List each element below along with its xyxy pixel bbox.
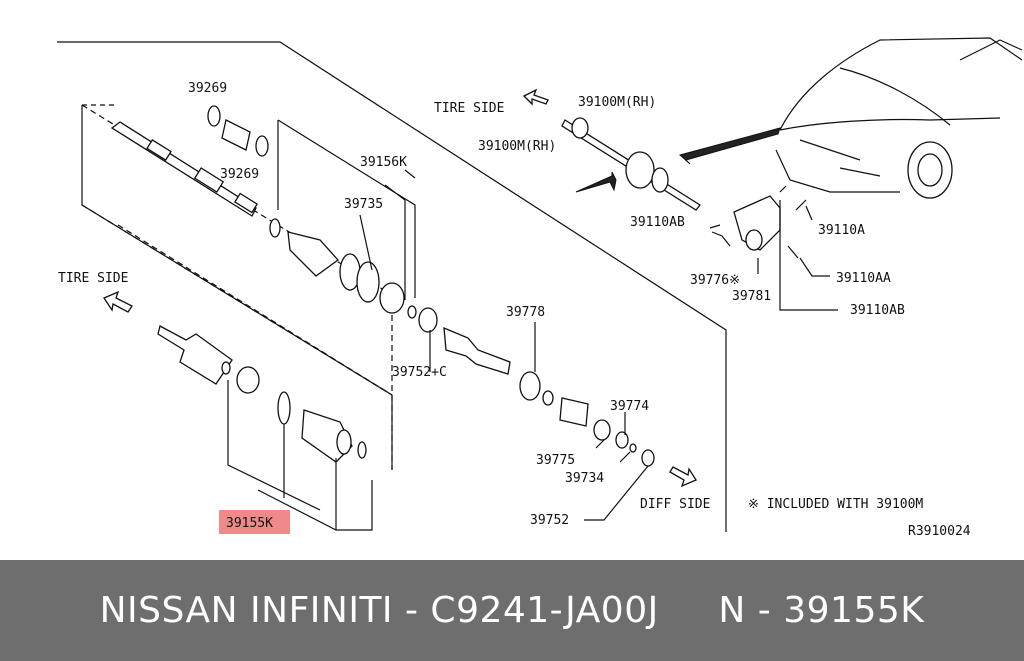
label-39110aa: 39110AA bbox=[836, 271, 891, 286]
footer-banner: NISSAN INFINITI - C9241-JA00J N - 39155K bbox=[0, 560, 1024, 661]
bracket-assembly bbox=[709, 185, 838, 311]
rh-shaft bbox=[561, 117, 781, 211]
label-39155k: 39155K bbox=[226, 516, 273, 531]
label-39100m-rh-left: 39100M(RH) bbox=[478, 139, 556, 154]
inner-shaft bbox=[418, 307, 655, 467]
car-sketch bbox=[775, 37, 1023, 199]
bracket-39155k bbox=[227, 380, 373, 531]
label-39775: 39775 bbox=[536, 453, 575, 468]
highlight-39155k bbox=[219, 510, 290, 534]
label-39110ab-bottom: 39110AB bbox=[850, 303, 905, 318]
label-39752: 39752 bbox=[530, 513, 569, 528]
diff-side-arrow bbox=[669, 466, 697, 488]
boot-upper bbox=[269, 218, 417, 319]
label-39752c: 39752+C bbox=[392, 365, 447, 380]
diagram-svg: 39269 39269 39156K 39735 39100M(RH) 3910… bbox=[57, 37, 1023, 539]
label-39735: 39735 bbox=[344, 197, 383, 212]
label-39776: 39776※ bbox=[690, 273, 740, 288]
label-note: ※ INCLUDED WITH 39100M bbox=[748, 497, 923, 512]
boot-small-39269 bbox=[207, 105, 269, 157]
label-tire-side-top: TIRE SIDE bbox=[434, 101, 504, 116]
cv-joint-outer bbox=[157, 325, 367, 463]
label-39110ab-top: 39110AB bbox=[630, 215, 685, 230]
leader-lines bbox=[359, 184, 649, 521]
label-39156k: 39156K bbox=[360, 155, 407, 170]
label-39269-bottom: 39269 bbox=[220, 167, 259, 182]
shaft-assembly bbox=[110, 121, 259, 217]
label-39110a: 39110A bbox=[818, 223, 865, 238]
parts-diagram: 39269 39269 39156K 39735 39100M(RH) 3910… bbox=[57, 37, 1023, 539]
label-diff-side: DIFF SIDE bbox=[640, 497, 710, 512]
tire-side-arrow-left bbox=[103, 290, 133, 313]
tire-side-arrow-top bbox=[522, 88, 549, 106]
label-tire-side-left: TIRE SIDE bbox=[58, 271, 128, 286]
label-39734: 39734 bbox=[565, 471, 604, 486]
label-39100m-rh-top: 39100M(RH) bbox=[578, 95, 656, 110]
label-39269-top: 39269 bbox=[188, 81, 227, 96]
label-ref-code: R3910024 bbox=[908, 524, 971, 539]
label-39774: 39774 bbox=[610, 399, 649, 414]
label-39781: 39781 bbox=[732, 289, 771, 304]
footer-title: NISSAN INFINITI - C9241-JA00J N - 39155K bbox=[99, 590, 925, 631]
label-39778: 39778 bbox=[506, 305, 545, 320]
bracket-39156k bbox=[277, 119, 416, 298]
